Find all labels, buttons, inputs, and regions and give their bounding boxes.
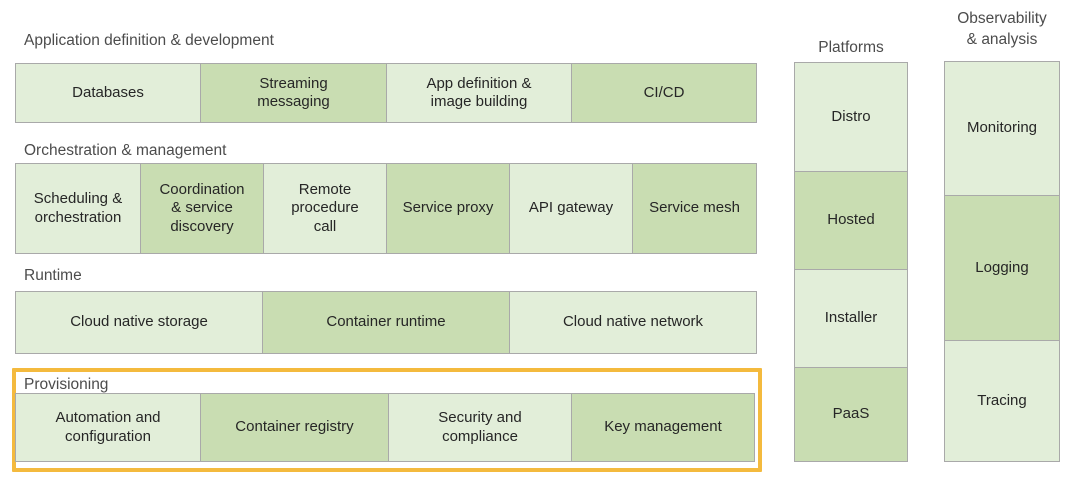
cell-coordination-service-discovery: Coordination & service discovery	[140, 163, 264, 254]
column-header-observability-analysis: Observability & analysis	[934, 8, 1070, 50]
cell-app-definition-image-building: App definition & image building	[386, 63, 572, 123]
cell-installer: Installer	[794, 269, 908, 368]
cell-monitoring: Monitoring	[944, 61, 1060, 196]
provisioning-highlight-box	[12, 368, 762, 472]
cell-container-registry: Container registry	[200, 393, 389, 462]
cell-databases: Databases	[15, 63, 201, 123]
cell-remote-procedure-call: Remote procedure call	[263, 163, 387, 254]
section-label-orchestration-management: Orchestration & management	[24, 142, 227, 159]
cell-streaming-messaging: Streaming messaging	[200, 63, 387, 123]
column-header-line-1: Observability	[957, 10, 1047, 27]
cell-automation-configuration: Automation and configuration	[15, 393, 201, 462]
cell-cloud-native-network: Cloud native network	[509, 291, 757, 354]
cell-tracing: Tracing	[944, 340, 1060, 462]
column-header-line-2: & analysis	[966, 31, 1038, 48]
cell-key-management: Key management	[571, 393, 755, 462]
cell-hosted: Hosted	[794, 171, 908, 270]
cell-service-mesh: Service mesh	[632, 163, 757, 254]
cell-ci-cd: CI/CD	[571, 63, 757, 123]
section-label-provisioning: Provisioning	[24, 376, 109, 393]
cell-security-compliance: Security and compliance	[388, 393, 572, 462]
cell-container-runtime: Container runtime	[262, 291, 510, 354]
cell-api-gateway: API gateway	[509, 163, 633, 254]
cell-paas: PaaS	[794, 367, 908, 462]
cell-logging: Logging	[944, 195, 1060, 341]
column-header-platforms: Platforms	[818, 39, 884, 56]
cell-cloud-native-storage: Cloud native storage	[15, 291, 263, 354]
cell-scheduling-orchestration: Scheduling & orchestration	[15, 163, 141, 254]
cell-service-proxy: Service proxy	[386, 163, 510, 254]
section-label-application-definition-development: Application definition & development	[24, 32, 274, 49]
cell-distro: Distro	[794, 62, 908, 172]
section-label-runtime: Runtime	[24, 267, 82, 284]
